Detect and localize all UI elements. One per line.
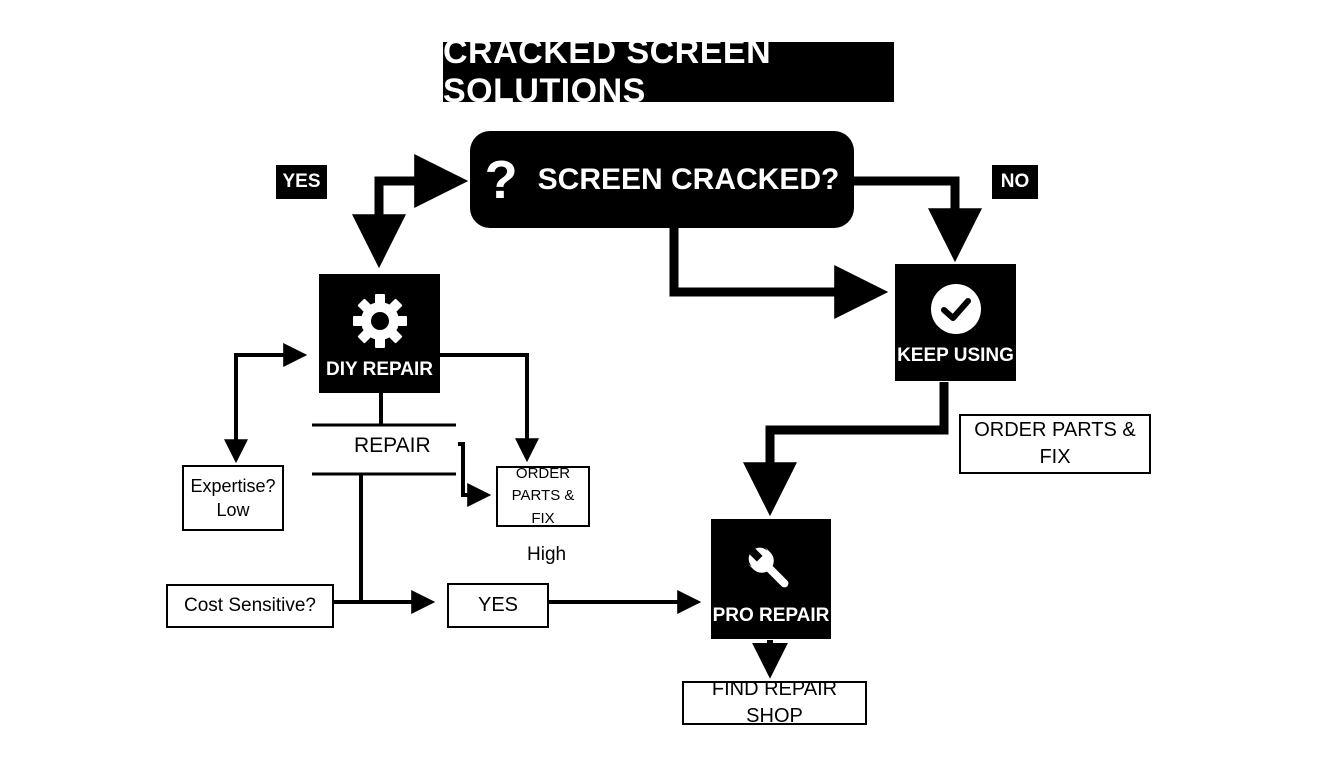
expertise-low: Low <box>216 500 250 520</box>
pro-repair-label: PRO REPAIR <box>712 605 830 626</box>
check-icon <box>930 284 981 334</box>
gear-icon <box>352 294 407 348</box>
arrow-loop-to-diy <box>234 343 308 450</box>
decision-label: SCREEN CRACKED? <box>537 162 840 196</box>
arrow-repair-to-order <box>458 442 492 507</box>
wrench-icon <box>747 546 789 588</box>
yes-box: YES <box>447 583 549 628</box>
arrow-diy-to-order <box>438 353 539 463</box>
order-small-line2: PARTS & FIX <box>511 487 575 527</box>
arrow-no-to-keep <box>854 176 982 263</box>
diy-repair-label: DIY REPAIR <box>326 359 433 380</box>
arrow-keep-to-pro <box>743 382 949 517</box>
expertise-question: Expertise? <box>190 475 276 496</box>
order-parts-large-box: ORDER PARTS & FIX <box>959 414 1151 474</box>
keep-using-label: KEEP USING <box>897 345 1014 366</box>
arrow-decision-to-keep <box>669 228 889 319</box>
keep-using-node: KEEP USING <box>895 264 1016 381</box>
order-parts-small-box: ORDER PARTS & FIX <box>496 464 590 527</box>
repair-label: REPAIR <box>354 434 431 457</box>
expertise-box: Expertise? Low <box>182 465 284 531</box>
yes-branch-tag: YES <box>276 165 327 199</box>
high-label: High <box>527 544 567 565</box>
cost-sensitive-box: Cost Sensitive? <box>166 584 334 628</box>
order-small-line1: ORDER <box>515 464 571 482</box>
question-icon: ? <box>484 149 518 210</box>
arrow-to-decision <box>374 154 469 246</box>
pro-repair-node: PRO REPAIR <box>711 519 831 639</box>
diy-repair-node: DIY REPAIR <box>319 274 440 393</box>
decision-screen-cracked: ? SCREEN CRACKED? <box>470 131 854 228</box>
find-repair-shop-box: FIND REPAIR SHOP <box>682 678 867 727</box>
no-branch-tag: NO <box>992 165 1038 199</box>
